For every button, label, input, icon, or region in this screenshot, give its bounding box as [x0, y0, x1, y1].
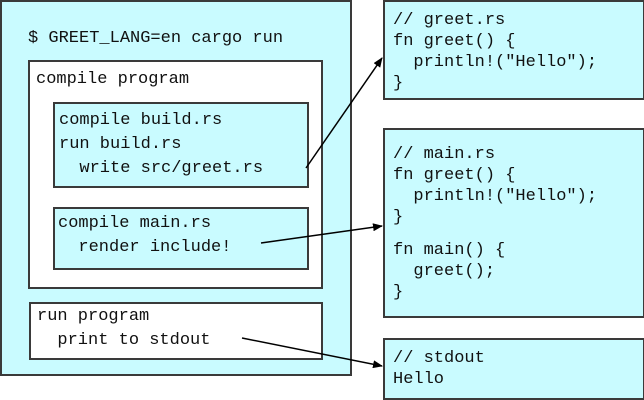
code-line: }: [393, 74, 404, 93]
main-rs-box: compile main.rs render include!: [53, 207, 309, 270]
arrow-include-to-main: [260, 223, 383, 244]
main-step-line: compile main.rs: [58, 214, 212, 233]
compile-program-title: compile program: [36, 70, 190, 89]
run-program-line: print to stdout: [37, 331, 211, 350]
code-line: // greet.rs: [393, 11, 506, 30]
run-program-line: run program: [37, 307, 150, 326]
code-line: fn greet() {: [393, 166, 516, 185]
code-line: fn main() {: [393, 241, 506, 260]
code-line: Hello: [393, 370, 445, 389]
run-program-box: run program print to stdout: [29, 302, 323, 360]
main-step-line: render include!: [58, 238, 232, 257]
build-line: write src/greet.rs: [59, 159, 264, 178]
code-line: fn greet() {: [393, 32, 516, 51]
command-text: $ GREET_LANG=en cargo run: [28, 29, 284, 48]
build-line: run build.rs: [59, 135, 182, 154]
code-line: println!("Hello");: [393, 53, 598, 72]
code-line: println!("Hello");: [393, 187, 598, 206]
code-line: // main.rs: [393, 145, 496, 164]
stdout-file: // stdout Hello: [383, 338, 644, 400]
greet-rs-file: // greet.rs fn greet() { println!("Hello…: [383, 0, 644, 100]
main-rs-file: // main.rs fn greet() { println!("Hello"…: [383, 128, 644, 318]
arrow-build-to-greet: [305, 57, 383, 169]
build-rs-box: compile build.rs run build.rs write src/…: [53, 102, 309, 188]
build-line: compile build.rs: [59, 111, 223, 130]
code-line: }: [393, 283, 404, 302]
code-line: }: [393, 208, 404, 227]
arrow-stdout: [241, 337, 383, 369]
code-line: greet();: [393, 262, 496, 281]
code-line: // stdout: [393, 349, 485, 368]
